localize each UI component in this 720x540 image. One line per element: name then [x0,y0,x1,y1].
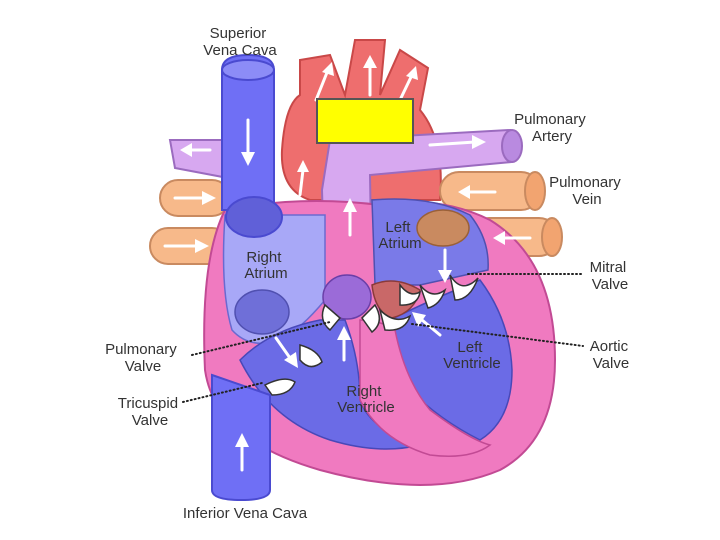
right-atrium [222,214,326,345]
aortic-valve-label: Aortic Valve [590,338,633,372]
left-atrium-label: Left Atrium [378,219,421,252]
pulmonary-artery-label: Pulmonary Artery [514,111,590,145]
right-atrium-label: Right Atrium [244,249,287,282]
flow-arrows [163,55,532,472]
superior-vena-cava-label: Superior Vena Cava [203,25,277,59]
pulmonary-valve-label: Pulmonary Valve [105,341,181,375]
left-ventricle-label: Left Ventricle [443,339,501,372]
right-ventricle-label: Right Ventricle [337,383,395,416]
pulmonary-vein-label: Pulmonary Vein [549,174,625,208]
tricuspid-valve-label: Tricuspid Valve [118,395,182,429]
blank-label-box [316,98,414,144]
left-atrium [371,198,489,286]
mitral-valve-label: Mitral Valve [590,259,631,293]
inferior-vena-cava-label: Inferior Vena Cava [183,505,308,522]
labels: Superior Vena Cava Pulmonary Artery Pulm… [105,25,633,522]
valves [263,274,479,396]
leader-lines [182,273,584,403]
